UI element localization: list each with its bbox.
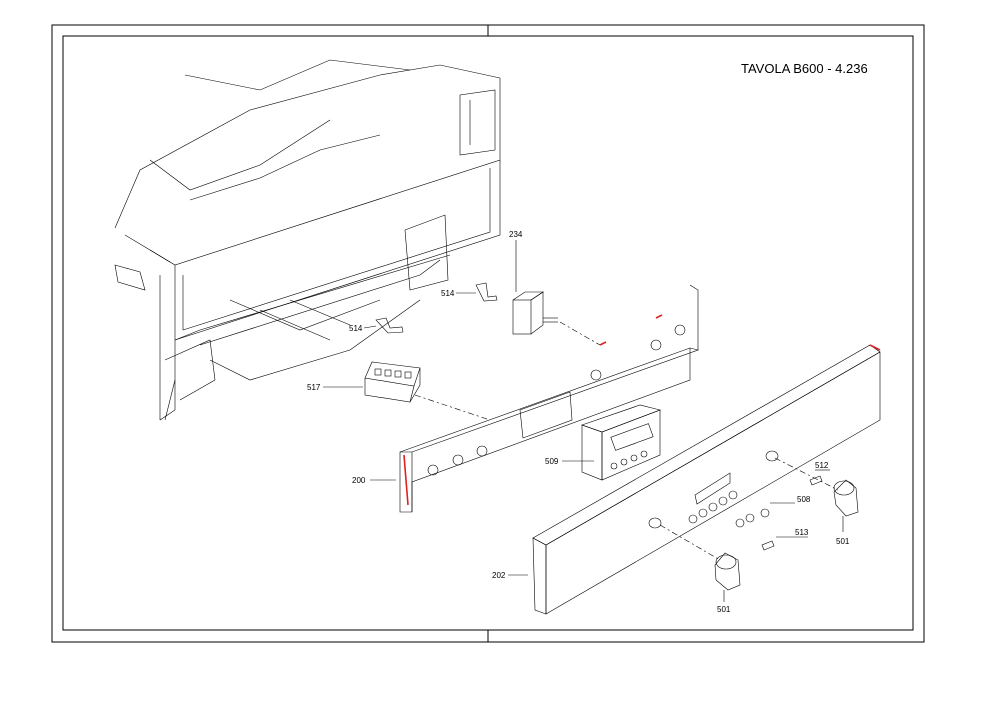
label-514-lower: 514 xyxy=(349,324,363,333)
callout-501-lower: 501 xyxy=(717,590,731,614)
callout-501-right: 501 xyxy=(836,516,850,546)
callout-514-lower: 514 xyxy=(349,324,377,333)
callout-517: 517 xyxy=(307,383,363,392)
part-234-bracket xyxy=(512,291,601,346)
part-513-spring xyxy=(761,540,775,551)
label-508: 508 xyxy=(797,495,811,504)
callout-513: 513 xyxy=(776,528,809,538)
callout-514-upper: 514 xyxy=(441,289,476,298)
callout-508: 508 xyxy=(770,495,811,504)
callout-200: 200 xyxy=(352,476,396,485)
callout-509: 509 xyxy=(545,457,594,466)
callout-234: 234 xyxy=(509,230,523,292)
label-512: 512 xyxy=(815,461,829,470)
part-501-knob-right xyxy=(833,479,859,517)
callout-202: 202 xyxy=(492,571,528,580)
part-508-buttons xyxy=(735,508,770,528)
label-517: 517 xyxy=(307,383,321,392)
oven-body xyxy=(114,59,501,421)
part-517-terminal-block xyxy=(364,361,491,421)
part-512-spring xyxy=(809,475,823,486)
label-200: 200 xyxy=(352,476,366,485)
label-501-lower: 501 xyxy=(717,605,731,614)
callout-512: 512 xyxy=(815,461,830,471)
part-514-clip-lower xyxy=(375,317,404,334)
label-202: 202 xyxy=(492,571,506,580)
drawing-title: TAVOLA B600 - 4.236 xyxy=(741,61,868,76)
label-514-upper: 514 xyxy=(441,289,455,298)
part-200-control-frame xyxy=(399,284,700,513)
label-513: 513 xyxy=(795,528,809,537)
part-501-knob-lower xyxy=(714,552,741,591)
part-509-display-module xyxy=(581,404,662,481)
label-234: 234 xyxy=(509,230,523,239)
part-202-front-panel xyxy=(532,344,881,615)
label-509: 509 xyxy=(545,457,559,466)
part-514-clip-upper xyxy=(475,282,498,302)
inner-frame xyxy=(62,35,914,631)
outer-frame xyxy=(51,24,925,643)
label-501-right: 501 xyxy=(836,537,850,546)
